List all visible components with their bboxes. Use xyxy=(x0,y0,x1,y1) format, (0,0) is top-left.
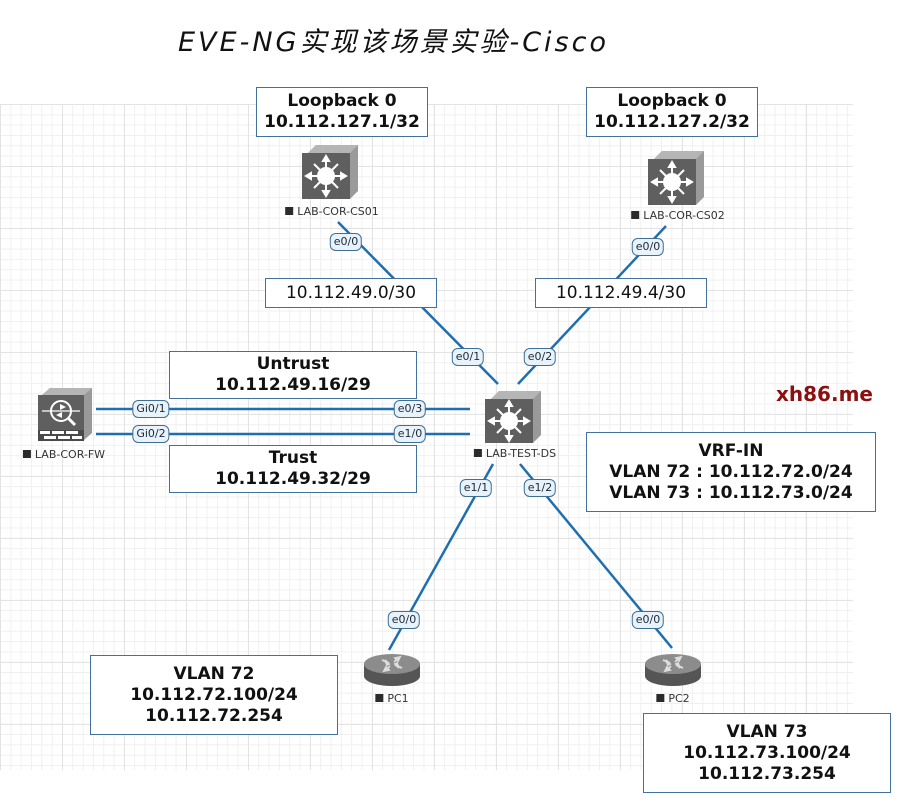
node-pc2[interactable] xyxy=(643,650,703,688)
node-label-ds: LAB-TEST-DS xyxy=(473,447,557,460)
node-label-pc1: PC1 xyxy=(375,692,409,705)
vlan-name: VLAN 72 xyxy=(173,663,255,684)
port-label-ds-e1-2[interactable]: e1/2 xyxy=(523,479,557,497)
subnet-box-cs02-ds: 10.112.49.4/30 xyxy=(535,278,707,308)
node-lab-cor-cs02[interactable] xyxy=(648,149,706,207)
node-label-fw: LAB-COR-FW xyxy=(22,448,106,461)
watermark: xh86.me xyxy=(776,382,873,406)
port-label-ds-e1-0[interactable]: e1/0 xyxy=(393,425,427,443)
node-name: LAB-COR-CS02 xyxy=(643,209,725,222)
zone-subnet: 10.112.49.16/29 xyxy=(215,375,371,395)
status-square-icon xyxy=(375,694,384,702)
zone-name: Untrust xyxy=(256,354,330,374)
node-label-cs01: LAB-COR-CS01 xyxy=(285,205,379,218)
port-label-fw-gi0-1[interactable]: Gi0/1 xyxy=(132,400,170,418)
gateway-address: 10.112.72.254 xyxy=(145,705,283,726)
loopback-box-cs02: Loopback 0 10.112.127.2/32 xyxy=(586,87,758,137)
status-square-icon xyxy=(22,450,31,458)
port-label-fw-gi0-2[interactable]: Gi0/2 xyxy=(132,425,170,443)
node-lab-cor-fw[interactable] xyxy=(38,387,94,443)
loopback-label: Loopback 0 xyxy=(287,91,397,111)
status-square-icon xyxy=(473,449,482,457)
status-square-icon xyxy=(285,207,294,215)
router-icon xyxy=(645,654,701,686)
gateway-address: 10.112.73.254 xyxy=(698,763,836,784)
zone-subnet: 10.112.49.32/29 xyxy=(215,469,371,489)
port-label-ds-e1-1[interactable]: e1/1 xyxy=(459,479,493,497)
vlan-name: VLAN 73 xyxy=(726,721,808,742)
node-lab-test-ds[interactable] xyxy=(485,389,543,445)
loopback-box-cs01: Loopback 0 10.112.127.1/32 xyxy=(256,87,428,137)
port-label-cs02-e0-0[interactable]: e0/0 xyxy=(631,238,665,256)
multilayer-switch-icon xyxy=(302,145,358,199)
loopback-address: 10.112.127.2/32 xyxy=(594,112,750,132)
node-name: LAB-COR-FW xyxy=(34,448,106,461)
host-address: 10.112.73.100/24 xyxy=(683,742,851,763)
vrf-vlan72: VLAN 72 : 10.112.72.0/24 xyxy=(609,461,853,482)
subnet-text: 10.112.49.0/30 xyxy=(285,282,417,303)
multilayer-switch-icon xyxy=(485,391,541,443)
subnet-text: 10.112.49.4/30 xyxy=(555,282,687,303)
port-label-pc2-e0-0[interactable]: e0/0 xyxy=(631,611,665,629)
diagram-title: EVE-NG实现该场景实验-Cisco xyxy=(178,27,609,58)
node-name: PC2 xyxy=(668,692,690,705)
node-name: PC1 xyxy=(387,692,409,705)
vrf-vlan73: VLAN 73 : 10.112.73.0/24 xyxy=(609,482,853,503)
trust-box: Trust 10.112.49.32/29 xyxy=(169,445,417,493)
vlan72-box: VLAN 72 10.112.72.100/24 10.112.72.254 xyxy=(90,655,338,735)
router-icon xyxy=(364,654,420,686)
status-square-icon xyxy=(631,211,640,219)
multilayer-switch-icon xyxy=(648,151,704,205)
node-label-pc2: PC2 xyxy=(656,692,690,705)
port-label-pc1-e0-0[interactable]: e0/0 xyxy=(387,611,421,629)
node-name: LAB-TEST-DS xyxy=(485,447,557,460)
loopback-label: Loopback 0 xyxy=(617,91,727,111)
node-lab-cor-cs01[interactable] xyxy=(302,143,360,201)
loopback-address: 10.112.127.1/32 xyxy=(264,112,420,132)
subnet-box-cs01-ds: 10.112.49.0/30 xyxy=(265,278,437,308)
zone-name: Trust xyxy=(268,448,318,468)
vlan73-box: VLAN 73 10.112.73.100/24 10.112.73.254 xyxy=(643,713,891,793)
port-label-ds-e0-1[interactable]: e0/1 xyxy=(451,348,485,366)
node-name: LAB-COR-CS01 xyxy=(297,205,379,218)
port-label-ds-e0-3[interactable]: e0/3 xyxy=(393,400,427,418)
untrust-box: Untrust 10.112.49.16/29 xyxy=(169,351,417,399)
node-pc1[interactable] xyxy=(362,650,422,688)
port-label-ds-e0-2[interactable]: e0/2 xyxy=(523,348,557,366)
vrf-box: VRF-IN VLAN 72 : 10.112.72.0/24 VLAN 73 … xyxy=(586,432,876,512)
port-label-cs01-e0-0[interactable]: e0/0 xyxy=(329,233,363,251)
status-square-icon xyxy=(656,694,665,702)
firewall-icon xyxy=(38,388,92,441)
vrf-name: VRF-IN xyxy=(698,440,764,461)
node-label-cs02: LAB-COR-CS02 xyxy=(631,209,725,222)
host-address: 10.112.72.100/24 xyxy=(130,684,298,705)
